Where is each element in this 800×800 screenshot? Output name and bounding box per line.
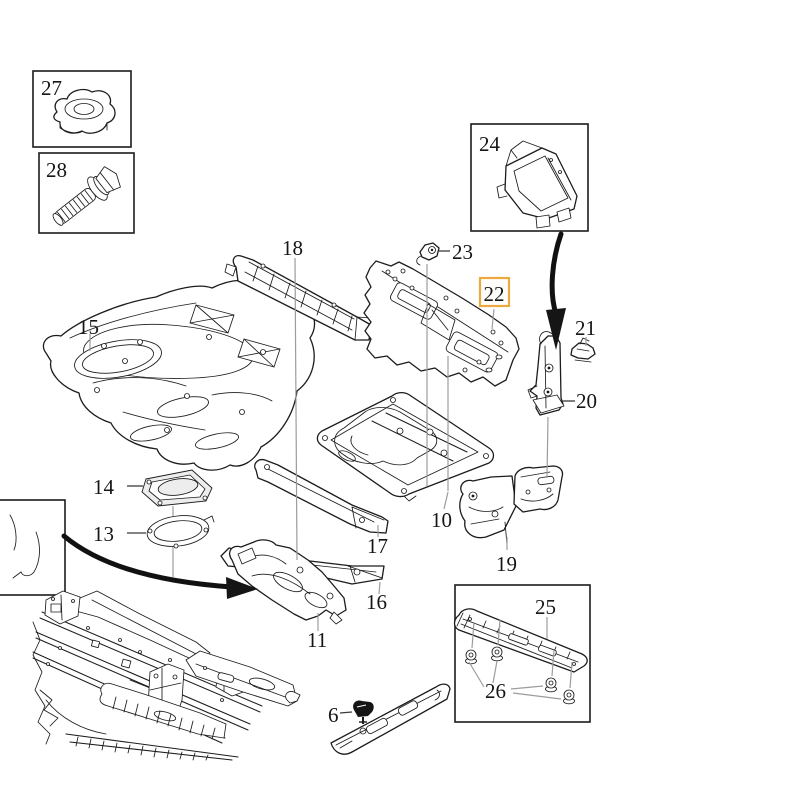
flange-bolt-drawing — [52, 166, 121, 226]
part-17-drawing — [254, 458, 389, 534]
arrow-inset-to-11 — [61, 533, 258, 599]
callout-19[interactable]: 19 — [496, 552, 517, 576]
inset-box-24 — [470, 123, 589, 232]
part-19-drawing — [459, 465, 564, 546]
callout-17[interactable]: 17 — [367, 534, 388, 558]
part-13-drawing — [146, 515, 215, 549]
callout-20[interactable]: 20 — [576, 389, 597, 413]
fasteners-26-drawing — [465, 619, 575, 705]
callout-25[interactable]: 25 — [535, 595, 556, 619]
part-15-drawing — [42, 279, 316, 471]
part-23-drawing — [416, 242, 440, 266]
inset-box-28 — [38, 152, 135, 234]
leader-lines — [89, 250, 587, 714]
callout-14[interactable]: 14 — [93, 475, 115, 499]
callout-15[interactable]: 15 — [78, 315, 99, 339]
part-6-sill-drawing — [285, 683, 451, 755]
part-20-drawing — [527, 331, 565, 416]
callout-10[interactable]: 10 — [431, 508, 452, 532]
callout-26[interactable]: 26 — [485, 679, 506, 703]
callout-27[interactable]: 27 — [41, 76, 62, 100]
callout-21[interactable]: 21 — [575, 316, 596, 340]
callout-11[interactable]: 11 — [307, 628, 327, 652]
callout-16[interactable]: 16 — [366, 590, 387, 614]
part-11-drawing — [228, 539, 347, 625]
part-22-drawing — [363, 260, 520, 387]
arrow-24-to-20 — [546, 231, 566, 350]
inset-box-25-26 — [453, 584, 591, 723]
callout-13[interactable]: 13 — [93, 522, 114, 546]
part-21-drawing — [570, 337, 596, 363]
callout-18[interactable]: 18 — [282, 236, 303, 260]
inset-box-left-partial — [0, 499, 66, 596]
floor-assembly-drawing — [32, 590, 298, 761]
callout-24[interactable]: 24 — [479, 132, 501, 156]
plastic-nut-drawing — [53, 88, 116, 134]
callout-23[interactable]: 23 — [452, 240, 473, 264]
bracket-24-drawing — [496, 140, 578, 229]
part-14-drawing — [141, 469, 213, 507]
callout-22[interactable]: 22 — [484, 282, 505, 306]
part-18-drawing — [224, 255, 378, 341]
callout-28[interactable]: 28 — [46, 158, 67, 182]
inset-box-27 — [32, 70, 132, 148]
part-6-clip-drawing — [353, 700, 374, 724]
highlighted-callout-box-22[interactable] — [478, 276, 511, 308]
callout-6[interactable]: 6 — [328, 703, 339, 727]
